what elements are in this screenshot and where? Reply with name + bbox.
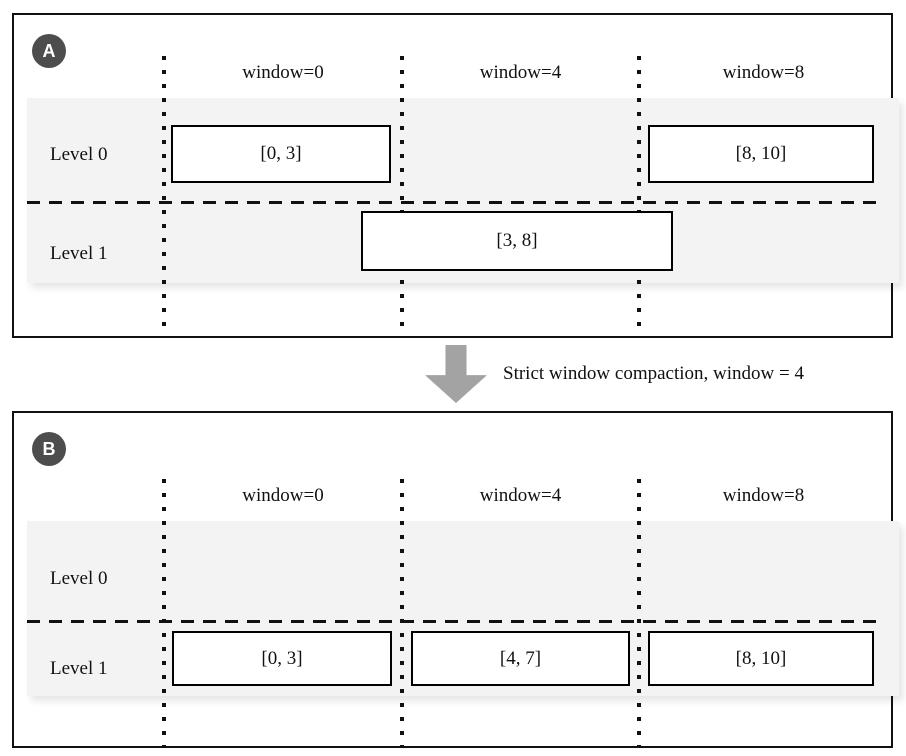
panel-b: B window=0 window=4 window=8 Level 0 Lev… [12,411,899,748]
panel-b-window-divider-2 [637,479,641,748]
panel-a-row-label-level-0: Level 0 [50,144,108,165]
panel-a-window-divider-2 [637,56,641,328]
transition-caption: Strict window compaction, window = 4 [503,363,804,384]
panel-a-interval-box-8-10: [8, 10] [648,125,874,183]
panel-b-window-divider-1 [400,479,404,748]
panel-a-column-header-2: window=8 [722,62,805,83]
panel-a-badge-label: A [42,41,56,61]
panel-b-level-divider [27,620,882,623]
panel-b-column-header-2: window=8 [722,485,805,506]
transition-arrow [425,345,487,403]
panel-b-column-header-1: window=4 [479,485,562,506]
panel-b-badge-label: B [42,439,56,459]
panel-b-interval-box-8-10: [8, 10] [648,631,874,686]
panel-b-interval-box-0-3: [0, 3] [172,631,392,686]
panel-b-window-divider-0 [162,479,166,748]
panel-b-interval-box-4-7: [4, 7] [411,631,630,686]
panel-b-row-label-level-1: Level 1 [50,658,108,679]
panel-b-row-label-level-0: Level 0 [50,568,108,589]
panel-a-window-divider-0 [162,56,166,328]
panel-a-badge: A [32,34,66,68]
panel-a-level-divider [27,201,882,204]
panel-b-badge: B [32,432,66,466]
panel-a-row-label-level-1: Level 1 [50,243,108,264]
panel-a: A window=0 window=4 window=8 Level 0 Lev… [12,13,899,338]
panel-a-column-header-1: window=4 [479,62,562,83]
panel-a-interval-box-0-3: [0, 3] [171,125,391,183]
panel-b-column-header-0: window=0 [242,485,324,506]
panel-a-window-divider-1 [400,56,404,328]
arrow-down-icon [425,345,487,403]
panel-a-column-header-0: window=0 [242,62,324,83]
panel-a-interval-box-3-8: [3, 8] [361,211,673,271]
